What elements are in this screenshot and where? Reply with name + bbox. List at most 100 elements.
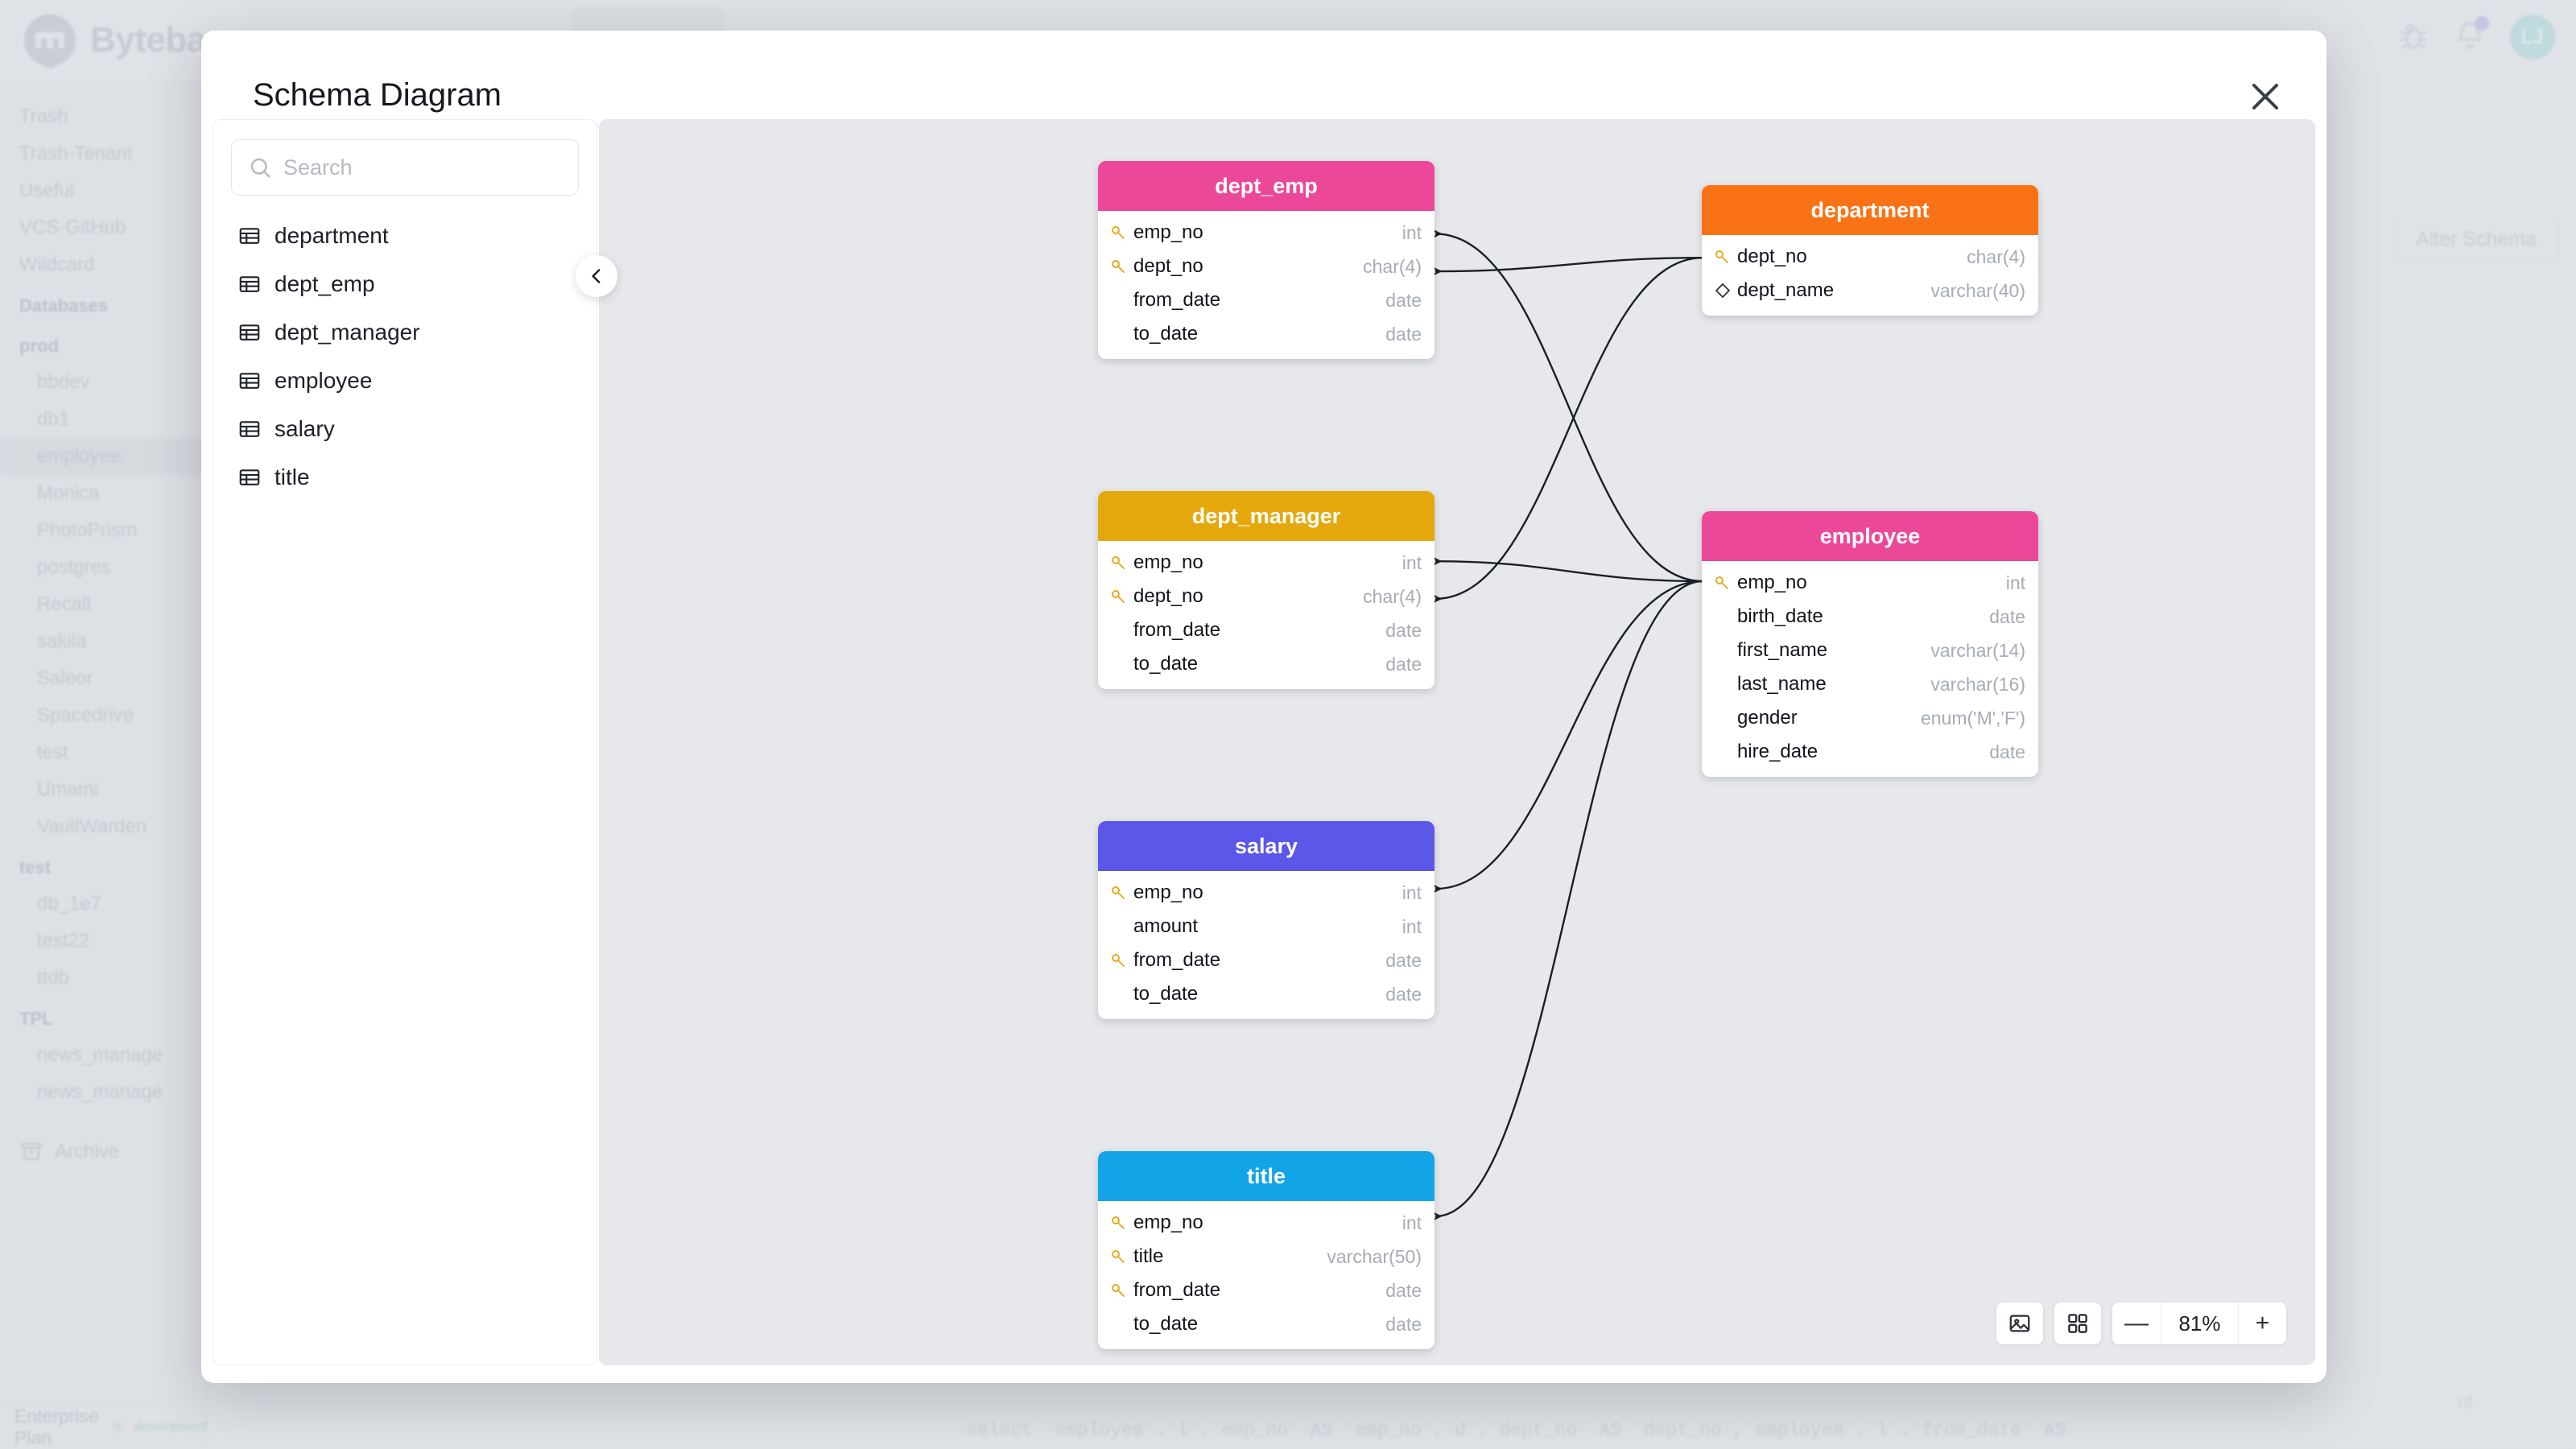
column-name: emp_no	[1133, 221, 1203, 243]
primary-key-icon	[1715, 576, 1728, 589]
column-type: date	[1385, 949, 1422, 971]
search-box[interactable]	[231, 139, 579, 196]
zoom-in-button[interactable]: +	[2238, 1302, 2286, 1344]
auto-layout-button[interactable]	[2054, 1302, 2101, 1344]
sidebar-item-employee[interactable]: employee	[0, 438, 207, 475]
primary-key-icon	[1112, 954, 1125, 967]
sidebar-item[interactable]: bbdev	[37, 371, 90, 393]
column-name: from_date	[1133, 289, 1221, 311]
relationship-edge	[1435, 233, 1703, 583]
sidebar-item[interactable]: ttdb	[37, 967, 70, 989]
sidebar-item[interactable]: Monica	[37, 482, 100, 504]
search-icon	[250, 158, 270, 178]
sidebar-item[interactable]: news_manage	[37, 1044, 163, 1066]
sidebar-item[interactable]: Useful	[19, 180, 75, 201]
table-node-header: dept_emp	[1098, 161, 1435, 211]
collapse-panel-button[interactable]	[576, 255, 617, 297]
sidebar-item[interactable]: Saleor	[37, 667, 93, 689]
table-list-item-salary[interactable]: salary	[231, 405, 579, 453]
bug-icon[interactable]	[2397, 21, 2429, 53]
table-list-item-title[interactable]: title	[231, 453, 579, 502]
sidebar-item-archive[interactable]: Archive	[0, 1132, 207, 1172]
sidebar-item[interactable]: Umami	[37, 778, 98, 800]
sidebar-item[interactable]: db1	[37, 408, 70, 430]
sidebar-item[interactable]: Wildcard	[19, 254, 95, 275]
column-type: varchar(40)	[1930, 279, 2025, 301]
sidebar-group-tpl[interactable]: TPL	[19, 1009, 53, 1029]
sidebar-group-prod[interactable]: prod	[19, 336, 59, 356]
alter-schema-button[interactable]: Alter Schema	[2393, 216, 2558, 263]
sidebar-item[interactable]: Spacedrive	[37, 704, 134, 726]
table-list-item-employee[interactable]: employee	[231, 357, 579, 405]
table-list-item-department[interactable]: department	[231, 212, 579, 260]
speaker-icon[interactable]	[112, 1418, 126, 1437]
table-column-row[interactable]: from_date date	[1098, 283, 1435, 317]
zoom-out-button[interactable]: —	[2124, 1310, 2149, 1336]
export-image-button[interactable]	[1996, 1302, 2043, 1344]
background-cut-text: nt	[2457, 1391, 2473, 1412]
table-list-item-dept_emp[interactable]: dept_emp	[231, 260, 579, 308]
sidebar-item[interactable]: Recall	[37, 593, 91, 615]
search-input[interactable]	[283, 155, 562, 180]
sidebar-item[interactable]: postgres	[37, 556, 112, 578]
table-icon	[239, 469, 260, 485]
table-list-item-dept_manager[interactable]: dept_manager	[231, 308, 579, 357]
sidebar-item[interactable]: VaultWarden	[37, 815, 147, 837]
close-icon[interactable]	[2246, 77, 2285, 116]
sidebar-item[interactable]: Trash-Tenant	[19, 142, 133, 164]
sidebar-item[interactable]: Trash	[19, 105, 68, 127]
sidebar-item[interactable]: VCS-GitHub	[19, 217, 126, 238]
sidebar-item[interactable]: sakila	[37, 630, 87, 652]
notifications-button[interactable]	[2454, 15, 2489, 56]
primary-key-icon	[1112, 1216, 1125, 1229]
column-name: amount	[1133, 915, 1199, 937]
avatar[interactable]: LJ	[2510, 14, 2555, 60]
background-sidebar: Trash Trash-Tenant Useful VCS-GitHub Wil…	[0, 80, 208, 1449]
sidebar-item[interactable]: db_1e7	[37, 893, 102, 914]
sidebar-item[interactable]: PhotoPrism	[37, 519, 138, 541]
table-list-item-label: title	[275, 464, 310, 489]
column-type: date	[1385, 289, 1422, 311]
table-node-header: title	[1098, 1151, 1435, 1201]
sidebar-group-test[interactable]: test	[19, 857, 52, 877]
column-name: birth_date	[1737, 605, 1823, 627]
column-name: to_date	[1133, 653, 1199, 675]
column-type: date	[1385, 619, 1422, 641]
sidebar-item[interactable]: test22	[37, 930, 90, 952]
sidebar-item[interactable]: test	[37, 741, 68, 763]
image-icon	[2009, 1315, 2030, 1332]
sidebar-item[interactable]: news_manage	[37, 1081, 163, 1103]
